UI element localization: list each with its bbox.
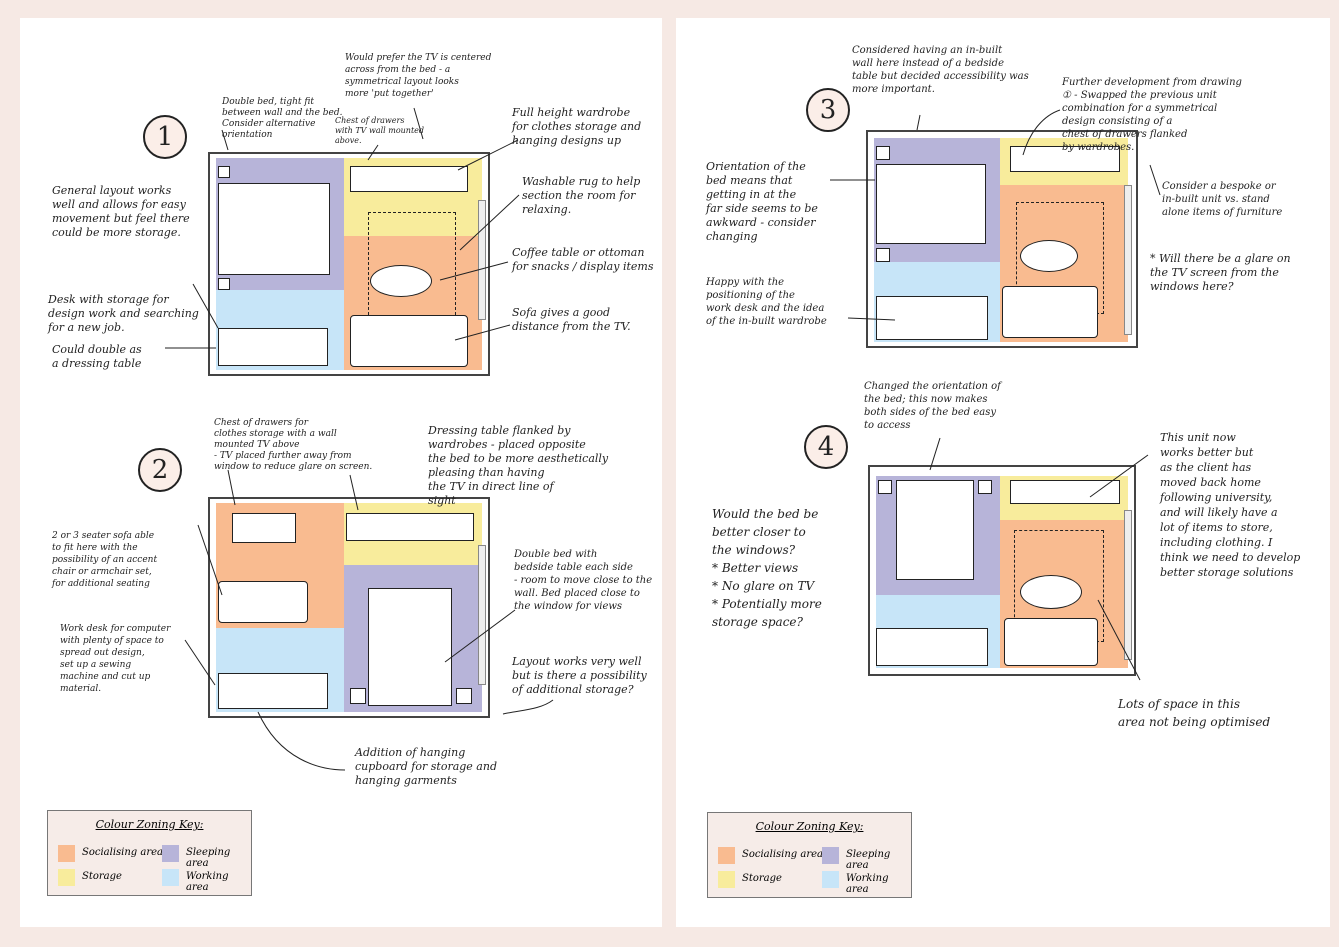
annotation: Would prefer the TV is centered across f… [345, 53, 492, 99]
key-label: Working area [846, 873, 889, 895]
annotation: Consider a bespoke or in-built unit vs. … [1162, 181, 1283, 218]
chest-of-drawers [350, 166, 468, 192]
desk [218, 328, 328, 366]
wardrobes-and-chest [1010, 480, 1120, 504]
coffee-table [1020, 575, 1082, 609]
socialising-swatch [58, 845, 75, 862]
sofa [1002, 286, 1098, 338]
annotation: Work desk for computer with plenty of sp… [60, 624, 171, 694]
annotation: Sofa gives a good distance from the TV. [512, 306, 631, 333]
annotation: Considered having an in-built wall here … [852, 45, 1029, 95]
double-bed [218, 183, 330, 275]
plan-number: 2 [138, 448, 182, 492]
plan-number: 4 [804, 425, 848, 469]
storage-swatch [58, 869, 75, 886]
bedside-table [218, 278, 230, 290]
window [478, 200, 486, 320]
sofa [218, 581, 308, 623]
window [1124, 185, 1132, 335]
sleeping-swatch [822, 847, 839, 864]
key-label: Sleeping area [846, 849, 891, 871]
bedside-table [218, 166, 230, 178]
desk-and-wardrobe [876, 296, 988, 340]
annotation: Dressing table flanked by wardrobes - pl… [428, 424, 609, 507]
annotation: This unit now works better but as the cl… [1160, 431, 1301, 579]
desk [876, 628, 988, 666]
sofa [350, 315, 468, 367]
storage-swatch [718, 871, 735, 888]
annotation: Chest of drawers with TV wall mounted ab… [335, 116, 425, 145]
desk [218, 673, 328, 709]
annotation: Desk with storage for design work and se… [48, 293, 199, 334]
double-bed [876, 164, 986, 244]
key-title: Colour Zoning Key: [95, 818, 204, 831]
window [1124, 510, 1132, 660]
socialising-swatch [718, 847, 735, 864]
annotation: Changed the orientation of the bed; this… [864, 381, 1001, 431]
window [478, 545, 486, 685]
double-bed [368, 588, 452, 706]
annotation: Happy with the positioning of the work d… [706, 277, 827, 327]
annotation: Addition of hanging cupboard for storage… [355, 746, 497, 787]
annotation: Washable rug to help section the room fo… [522, 175, 641, 216]
sofa [1004, 618, 1098, 666]
colour-zoning-key: Colour Zoning Key: Socialising area Slee… [47, 810, 252, 896]
bedside-table [878, 480, 892, 494]
coffee-table [1020, 240, 1078, 272]
bedside-table [876, 146, 890, 160]
annotation: * Will there be a glare on the TV screen… [1150, 252, 1291, 293]
annotation: Double bed, tight fit between wall and t… [222, 97, 343, 140]
annotation: Further development from drawing ① - Swa… [1062, 77, 1242, 153]
annotation: Could double as a dressing table [52, 343, 142, 370]
key-label: Storage [742, 873, 782, 884]
annotation: General layout works well and allows for… [52, 184, 190, 239]
bedside-table [350, 688, 366, 704]
working-swatch [822, 871, 839, 888]
working-swatch [162, 869, 179, 886]
bedside-table [456, 688, 472, 704]
bedside-table [978, 480, 992, 494]
annotation: Coffee table or ottoman for snacks / dis… [512, 246, 654, 273]
coffee-table [370, 265, 432, 297]
colour-zoning-key: Colour Zoning Key: Socialising area Slee… [707, 812, 912, 898]
annotation: Chest of drawers for clothes storage wit… [214, 418, 373, 472]
double-bed [896, 480, 974, 580]
plan-number: 3 [806, 88, 850, 132]
annotation: Layout works very well but is there a po… [512, 655, 647, 696]
key-label: Socialising area [742, 849, 824, 860]
annotation: Lots of space in this area not being opt… [1118, 697, 1271, 729]
annotation: Would the bed be better closer to the wi… [712, 507, 822, 629]
key-label: Working area [186, 871, 229, 893]
key-label: Storage [82, 871, 122, 882]
chest-of-drawers [232, 513, 296, 543]
key-title: Colour Zoning Key: [755, 820, 864, 833]
sleeping-swatch [162, 845, 179, 862]
annotation: Orientation of the bed means that gettin… [706, 160, 818, 243]
annotation: Full height wardrobe for clothes storage… [512, 106, 642, 147]
key-label: Socialising area [82, 847, 164, 858]
key-label: Sleeping area [186, 847, 231, 869]
annotation: Double bed with bedside table each side … [514, 549, 653, 612]
bedside-table [876, 248, 890, 262]
annotation: 2 or 3 seater sofa able to fit here with… [52, 531, 158, 589]
dressing-table-wardrobes [346, 513, 474, 541]
plan-number: 1 [143, 115, 187, 159]
